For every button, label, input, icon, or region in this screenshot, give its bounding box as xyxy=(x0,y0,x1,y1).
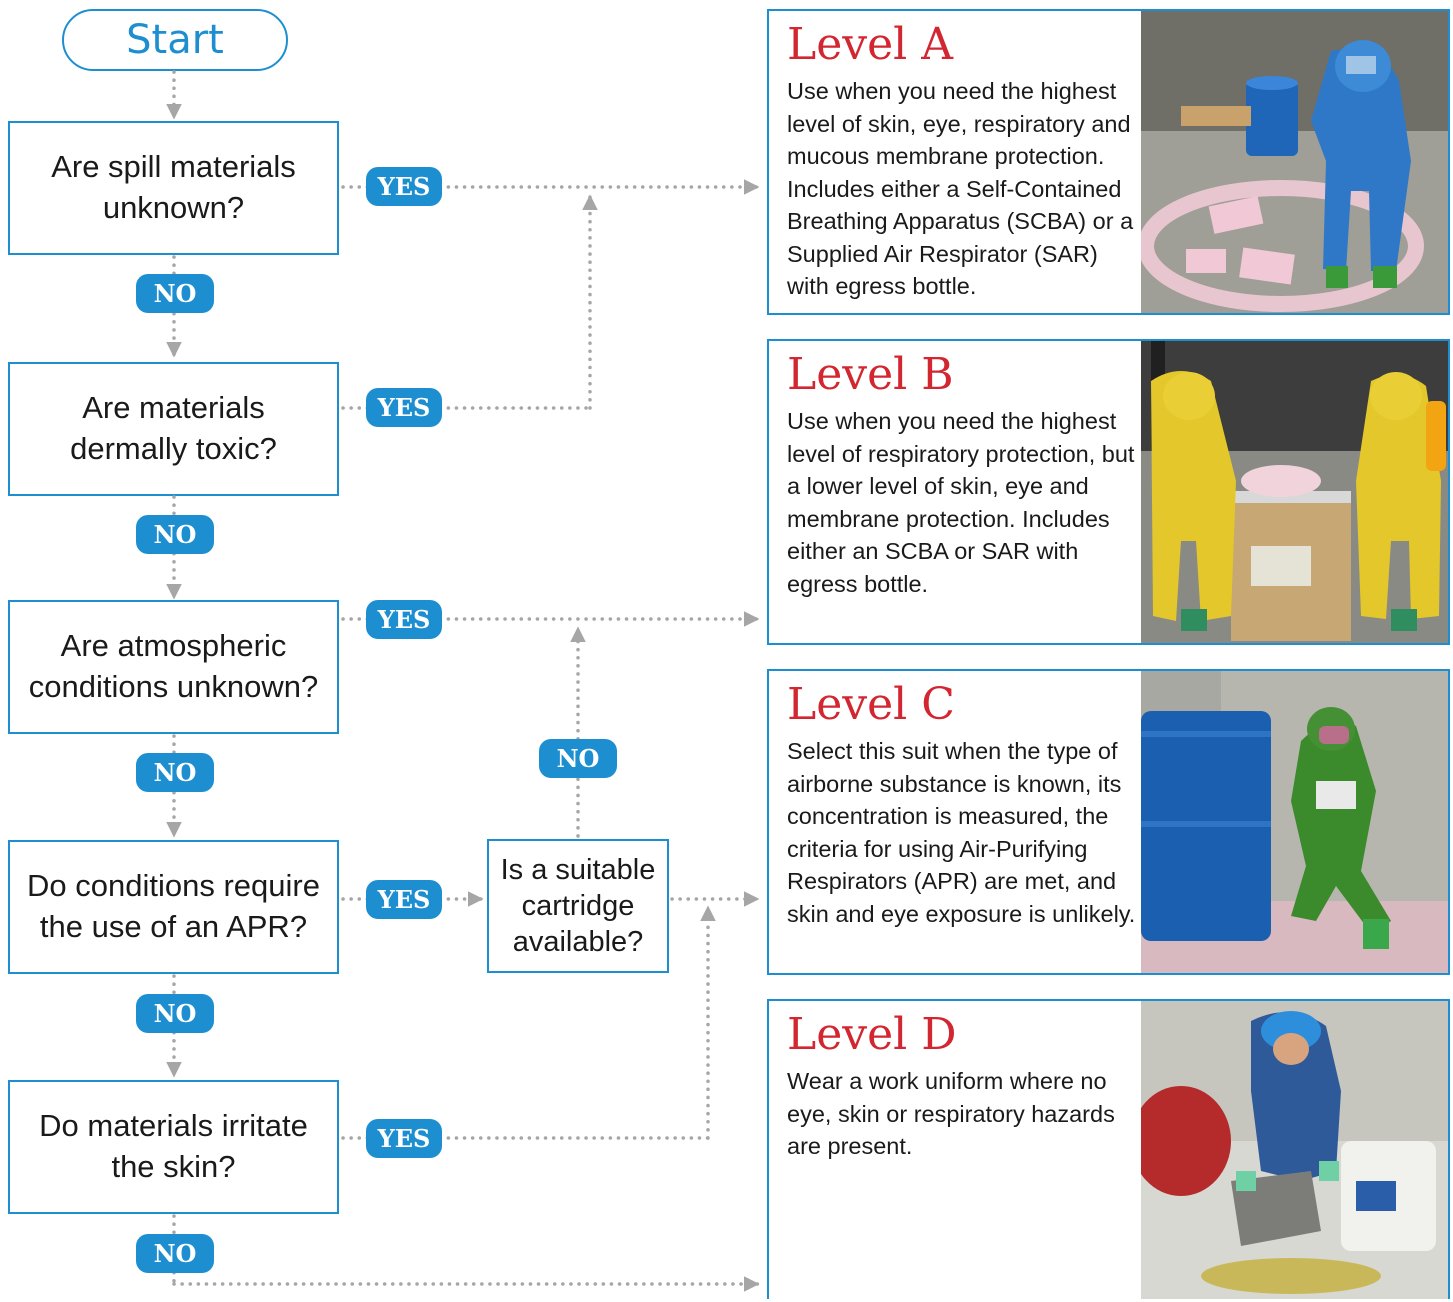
no-badge: NO xyxy=(136,515,214,554)
question-text: Is a suitable cartridge available? xyxy=(500,853,656,959)
yes-badge: YES xyxy=(366,880,442,919)
level-b-panel: Level B Use when you need the highest le… xyxy=(767,339,1450,645)
question-text: Are materials dermally toxic? xyxy=(70,390,277,466)
no-badge: NO xyxy=(136,274,214,313)
level-description: Use when you need the highest level of r… xyxy=(787,408,1135,597)
start-node: Start xyxy=(62,9,288,71)
level-description: Use when you need the highest level of s… xyxy=(787,78,1134,299)
yes-badge: YES xyxy=(366,167,442,206)
question-box-cartridge-available: Is a suitable cartridge available? xyxy=(487,839,669,973)
question-box-apr-required: Do conditions require the use of an APR? xyxy=(8,840,339,974)
question-box-atmospheric-unknown: Are atmospheric conditions unknown? xyxy=(8,600,339,734)
no-badge: NO xyxy=(539,739,617,778)
question-box-spill-unknown: Are spill materials unknown? xyxy=(8,121,339,255)
question-text: Are atmospheric conditions unknown? xyxy=(28,628,319,704)
start-label: Start xyxy=(126,17,224,63)
level-title: Level C xyxy=(787,679,955,730)
level-d-photo xyxy=(1141,1001,1448,1299)
question-box-dermally-toxic: Are materials dermally toxic? xyxy=(8,362,339,496)
question-text: Are spill materials unknown? xyxy=(51,149,296,225)
level-c-panel: Level C Select this suit when the type o… xyxy=(767,669,1450,975)
level-a-panel: Level A Use when you need the highest le… xyxy=(767,9,1450,315)
level-title: Level B xyxy=(787,349,954,400)
level-title: Level A xyxy=(787,19,953,70)
question-box-irritate-skin: Do materials irritate the skin? xyxy=(8,1080,339,1214)
level-a-photo xyxy=(1141,11,1448,313)
yes-badge: YES xyxy=(366,1119,442,1158)
question-text: Do conditions require the use of an APR? xyxy=(27,868,320,944)
level-d-panel: Level D Wear a work uniform where no eye… xyxy=(767,999,1450,1299)
no-badge: NO xyxy=(136,994,214,1033)
no-badge: NO xyxy=(136,1234,214,1273)
yes-badge: YES xyxy=(366,388,442,427)
level-description: Wear a work uniform where no eye, skin o… xyxy=(787,1068,1115,1160)
level-c-photo xyxy=(1141,671,1448,973)
question-text: Do materials irritate the skin? xyxy=(39,1108,308,1184)
level-description: Select this suit when the type of airbor… xyxy=(787,738,1136,927)
level-title: Level D xyxy=(787,1009,957,1060)
no-badge: NO xyxy=(136,753,214,792)
yes-badge: YES xyxy=(366,600,442,639)
level-b-photo xyxy=(1141,341,1448,643)
